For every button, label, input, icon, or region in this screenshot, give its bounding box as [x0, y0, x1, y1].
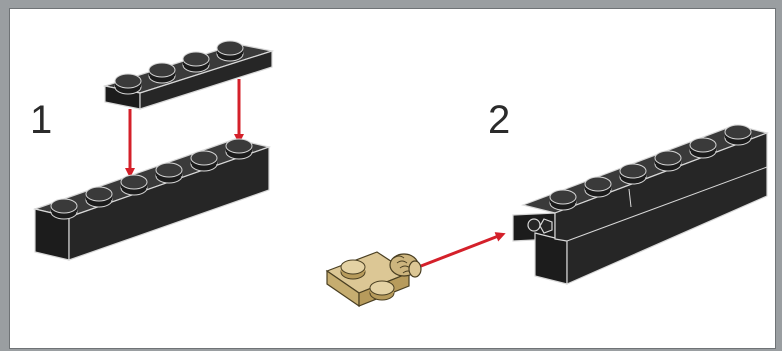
tan-hinge-plate [325, 251, 422, 308]
brick-studs [50, 138, 253, 220]
step-1-number: 1 [30, 98, 53, 142]
plate-1x4 [102, 40, 275, 110]
hinge-clip [527, 218, 553, 234]
plate-studs [114, 40, 244, 95]
instruction-panel: 1 2 [9, 8, 776, 349]
diagonal-arrow-icon [420, 232, 506, 268]
build-illustration [32, 40, 770, 308]
brick-studs [549, 124, 752, 211]
brick-assembly-step2 [512, 124, 770, 285]
brick-1x6-step1 [32, 138, 272, 261]
hinge-cylinder [389, 253, 422, 278]
step-2-number: 2 [488, 98, 511, 142]
